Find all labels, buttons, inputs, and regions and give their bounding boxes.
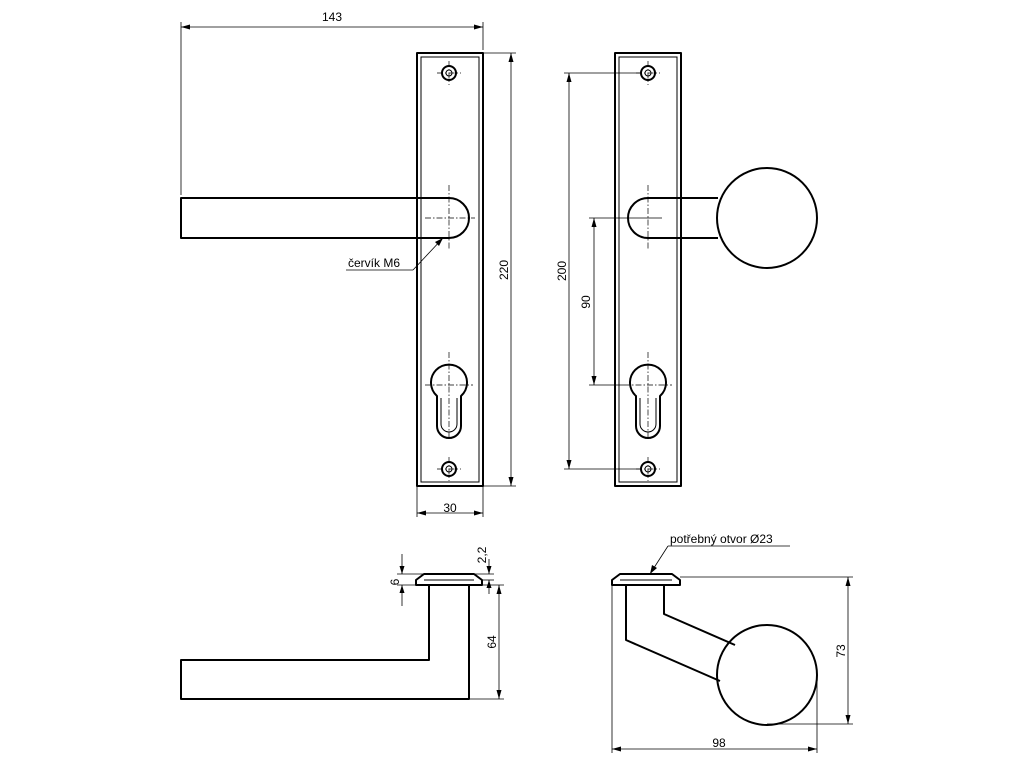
dimension-64: 64 [469,584,504,700]
dim-label-2-2: 2,2 [475,546,489,563]
knob-side-ball [716,624,818,726]
top-screw [437,61,461,85]
knob-ball [716,167,818,269]
dim-label-98: 98 [712,736,726,750]
dim-label-6: 6 [388,578,402,585]
hole-callout: potřebný otvor Ø23 [649,532,790,575]
dim-label-73: 73 [834,644,848,658]
lever-handle [180,197,470,239]
dim-label-64: 64 [485,635,499,649]
dim-label-200: 200 [555,261,569,281]
keyhole [425,352,473,440]
lever-backplate [416,52,484,487]
dim-label-220: 220 [497,260,511,280]
bottom-screw [437,457,461,481]
dimension-6: 6 [388,554,424,606]
lever-side-profile [180,585,470,700]
dimension-30: 30 [416,486,484,517]
dimension-143: 143 [180,10,484,195]
front-lever-view: 143 220 30 červík M6 [180,10,516,517]
dimension-200: 200 [555,72,640,470]
set-screw-note: červík M6 [348,256,400,270]
dimension-98: 98 [611,585,818,753]
bottom-screw [636,457,660,481]
dimension-73: 73 [680,576,853,725]
set-screw-callout: červík M6 [346,237,444,271]
keyhole [624,352,672,440]
front-knob-view: 200 90 [555,52,818,487]
dim-label-143: 143 [322,10,342,24]
hole-note: potřebný otvor Ø23 [670,532,773,546]
dimension-90: 90 [579,217,662,386]
knob-side-profile [625,585,736,682]
dimension-220: 220 [483,52,516,487]
dim-label-30: 30 [443,501,457,515]
side-knob-view: potřebný otvor Ø23 73 98 [611,532,853,753]
side-lever-view: 2,2 6 64 [180,546,504,700]
dimension-2-2: 2,2 [471,546,494,594]
top-screw [636,61,660,85]
dim-label-90: 90 [579,295,593,309]
knob-backplate [614,52,682,487]
rose-flange [415,573,483,586]
rose-flange [611,573,681,586]
